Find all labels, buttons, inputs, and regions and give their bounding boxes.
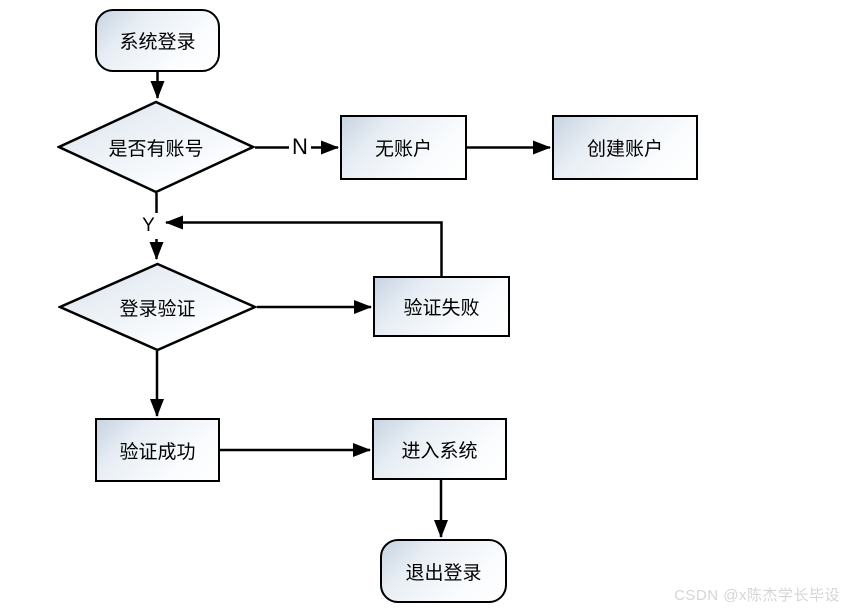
- decision-has-account: 是否有账号: [57, 100, 255, 194]
- node-system-login: 系统登录: [95, 9, 220, 72]
- node-label: 是否有账号: [108, 138, 204, 160]
- decision-login-verify: 登录验证: [58, 262, 257, 352]
- node-enter-system: 进入系统: [372, 418, 507, 480]
- diamond-shape: [57, 100, 255, 194]
- watermark-text: CSDN @x陈杰学长毕设: [674, 587, 840, 604]
- node-label: 验证成功: [119, 441, 196, 463]
- edge-verify-fail-feedback: [165, 215, 443, 277]
- node-verify-success: 验证成功: [95, 418, 220, 482]
- edge-label-no: N: [289, 134, 311, 160]
- node-label: 系统登录: [119, 32, 196, 53]
- node-label: 创建账户: [586, 139, 663, 160]
- node-create-account: 创建账户: [552, 115, 698, 180]
- diamond-shape: [58, 262, 257, 352]
- node-logout: 退出登录: [380, 539, 507, 603]
- node-no-account: 无账户: [340, 115, 467, 180]
- edge-label-yes: Y: [139, 213, 158, 239]
- node-label: 验证失败: [403, 298, 480, 319]
- node-label: 无账户: [374, 139, 432, 160]
- node-label: 进入系统: [401, 440, 478, 462]
- node-label: 退出登录: [405, 562, 482, 584]
- node-label: 登录验证: [119, 298, 196, 320]
- node-verify-fail: 验证失败: [373, 276, 510, 337]
